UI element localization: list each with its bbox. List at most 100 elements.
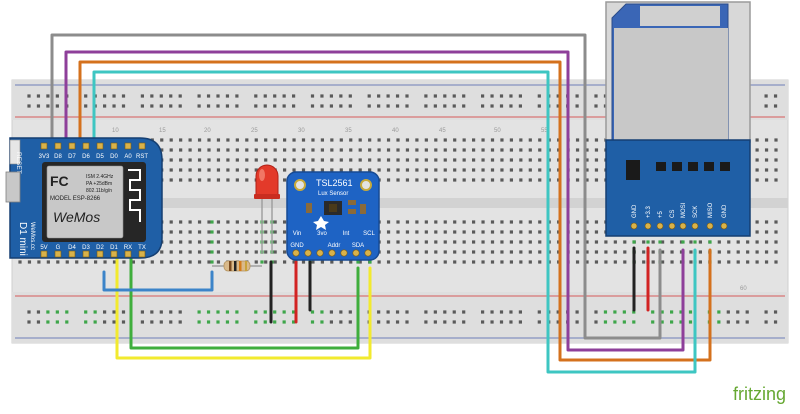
breadboard-hole bbox=[197, 260, 202, 264]
breadboard-hole bbox=[396, 240, 400, 244]
breadboard-hole bbox=[368, 168, 372, 172]
rail-hole bbox=[339, 94, 343, 98]
rail-hole bbox=[27, 104, 31, 108]
breadboard-hole bbox=[216, 260, 221, 264]
breadboard-hole bbox=[131, 260, 135, 264]
breadboard-hole bbox=[273, 250, 277, 254]
breadboard-hole bbox=[245, 168, 249, 172]
breadboard-hole bbox=[396, 230, 400, 234]
breadboard-hole bbox=[226, 178, 230, 182]
rail-hole bbox=[159, 104, 163, 108]
rail-hole bbox=[65, 320, 69, 324]
breadboard-hole bbox=[434, 148, 438, 152]
breadboard-hole bbox=[396, 178, 400, 182]
breadboard-hole bbox=[717, 240, 721, 244]
breadboard-hole bbox=[216, 138, 221, 142]
rail-hole bbox=[377, 104, 381, 108]
rail-hole bbox=[178, 94, 182, 98]
breadboard-hole bbox=[519, 168, 523, 172]
breadboard-hole bbox=[443, 178, 447, 182]
wemos-bottom-pin bbox=[138, 250, 146, 258]
rail-hole bbox=[84, 94, 88, 98]
breadboard-hole bbox=[207, 240, 211, 244]
wire-yellow-d1-to-scl bbox=[115, 256, 372, 360]
breadboard-hole bbox=[188, 220, 192, 224]
breadboard-hole bbox=[462, 148, 466, 152]
rail-hole bbox=[424, 310, 428, 314]
breadboard-hole bbox=[490, 168, 495, 172]
breadboard-hole bbox=[472, 230, 476, 234]
breadboard-hole bbox=[245, 230, 249, 234]
breadboard-hole bbox=[538, 220, 542, 224]
rail-hole bbox=[329, 320, 333, 324]
breadboard-hole bbox=[396, 158, 400, 162]
breadboard-hole bbox=[254, 230, 258, 234]
breadboard-hole bbox=[377, 168, 381, 172]
rail-hole bbox=[84, 310, 88, 314]
rail-hole bbox=[121, 310, 126, 314]
breadboard-hole bbox=[500, 240, 504, 244]
rail-hole bbox=[150, 310, 154, 314]
rail-hole bbox=[452, 104, 456, 108]
rail-hole bbox=[235, 310, 239, 314]
sd-pin-label: MISO bbox=[708, 202, 714, 218]
breadboard-hole bbox=[386, 260, 391, 264]
sd-header-pins bbox=[630, 222, 728, 230]
breadboard-hole bbox=[179, 260, 183, 264]
rail-hole bbox=[481, 94, 485, 98]
rail-hole bbox=[481, 310, 485, 314]
rail-hole bbox=[481, 104, 485, 108]
breadboard-hole bbox=[434, 158, 438, 162]
breadboard-hole bbox=[575, 250, 580, 254]
breadboard-hole bbox=[764, 250, 769, 254]
breadboard-hole bbox=[235, 168, 239, 172]
rail-hole bbox=[159, 320, 163, 324]
rail-hole bbox=[377, 310, 381, 314]
rail-hole bbox=[263, 320, 267, 324]
breadboard-hole bbox=[490, 220, 495, 224]
breadboard-hole bbox=[245, 250, 249, 254]
tsl-sensor-window bbox=[329, 204, 337, 212]
breadboard-hole bbox=[415, 230, 419, 234]
breadboard-hole bbox=[273, 260, 277, 264]
breadboard-hole bbox=[443, 250, 447, 254]
rail-hole bbox=[320, 320, 324, 324]
rail-hole bbox=[46, 310, 50, 314]
breadboard-hole bbox=[500, 148, 504, 152]
breadboard-hole bbox=[358, 168, 362, 172]
rail-hole bbox=[405, 104, 409, 108]
breadboard-hole bbox=[774, 168, 778, 172]
breadboard-hole bbox=[169, 138, 173, 142]
breadboard-hole bbox=[661, 260, 665, 264]
breadboard-hole bbox=[245, 240, 249, 244]
breadboard-hole bbox=[235, 230, 239, 234]
breadboard-hole bbox=[585, 250, 589, 254]
breadboard-hole bbox=[509, 240, 513, 244]
sd-header-pin bbox=[691, 222, 699, 230]
breadboard-hole bbox=[443, 148, 447, 152]
breadboard-hole bbox=[264, 138, 268, 142]
tsl-header-pin bbox=[340, 249, 348, 257]
wire-blue-gnd-to-resistor bbox=[102, 270, 214, 292]
breadboard-hole bbox=[623, 240, 627, 244]
breadboard-hole bbox=[528, 220, 532, 224]
breadboard-hole bbox=[774, 250, 778, 254]
rail-hole bbox=[518, 94, 522, 98]
breadboard-hole bbox=[226, 250, 230, 254]
breadboard-hole bbox=[764, 240, 769, 244]
rail-hole bbox=[329, 104, 333, 108]
breadboard-hole bbox=[160, 138, 164, 142]
rail-hole bbox=[736, 310, 740, 314]
wemos-bottom-pin-label: TX bbox=[138, 245, 146, 251]
breadboard-hole bbox=[519, 158, 523, 162]
model-name-vertical: D1 mini bbox=[17, 222, 28, 256]
breadboard-hole bbox=[575, 178, 580, 182]
breadboard-hole bbox=[349, 260, 353, 264]
rail-hole bbox=[103, 310, 107, 314]
wemos-bottom-pin-label: D2 bbox=[96, 245, 104, 251]
breadboard-hole bbox=[774, 220, 778, 224]
rail-hole bbox=[452, 310, 456, 314]
breadboard-hole bbox=[698, 250, 702, 254]
rail-hole bbox=[424, 104, 428, 108]
